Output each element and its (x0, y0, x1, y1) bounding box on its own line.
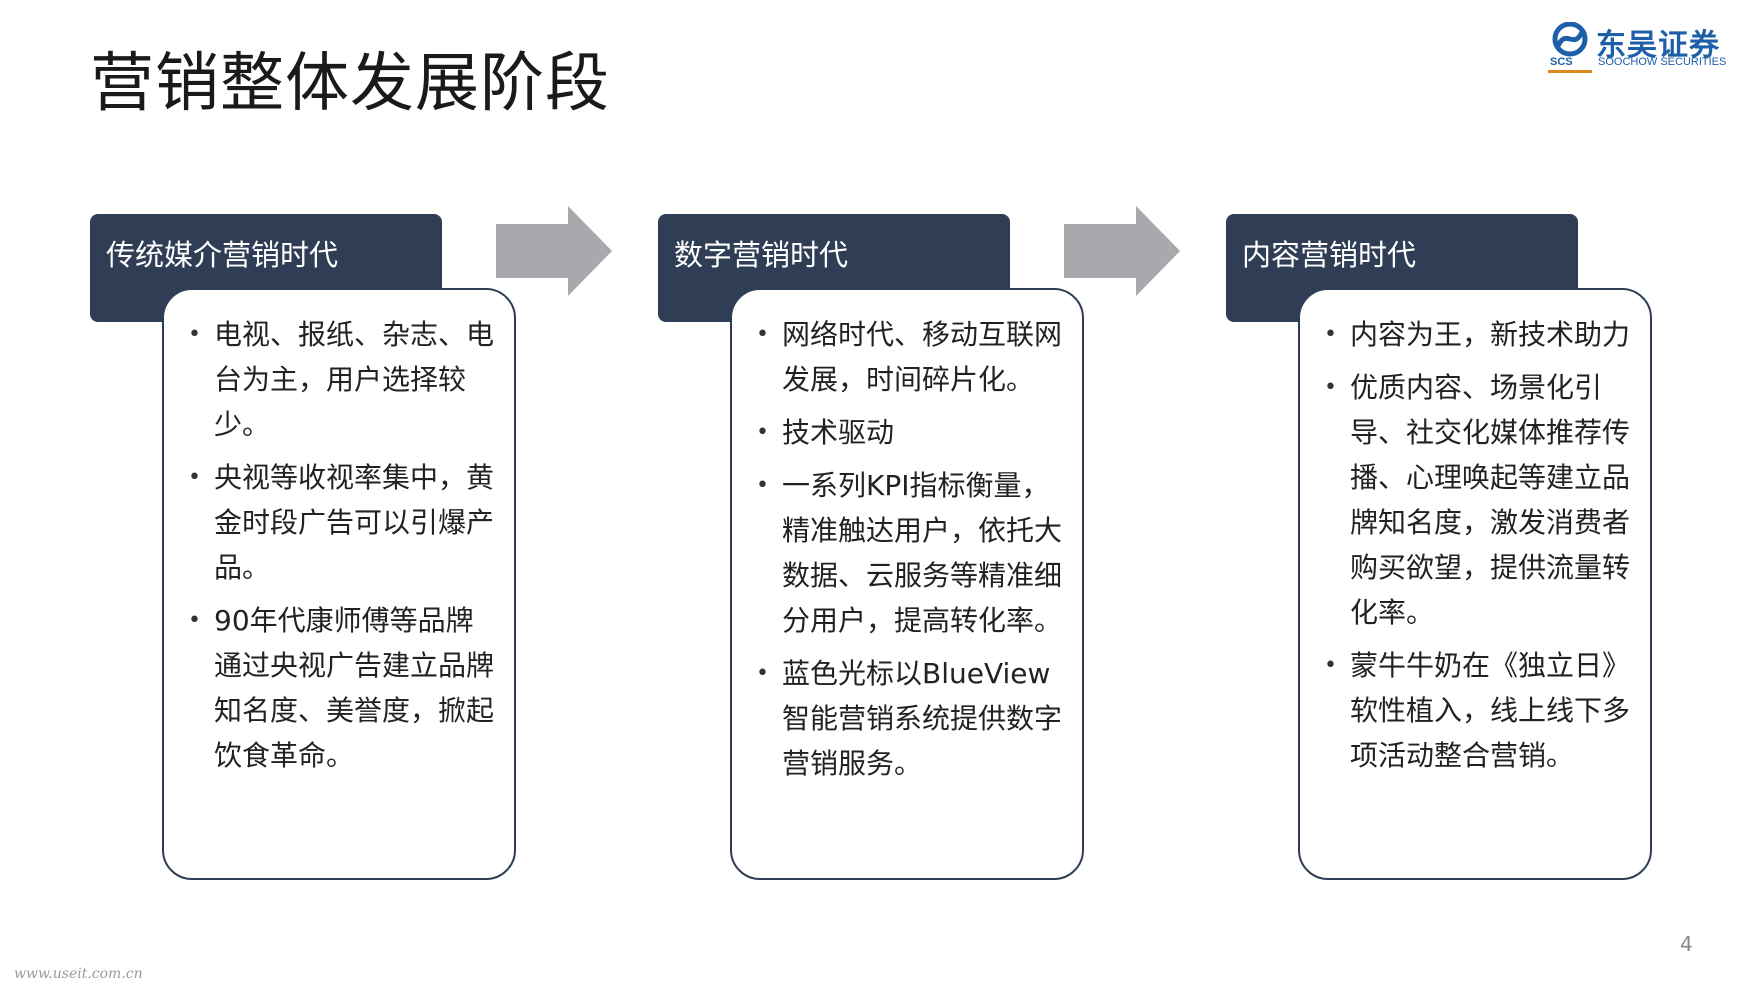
right-arrow-icon (496, 206, 612, 296)
list-item: 90年代康师傅等品牌通过央视广告建立品牌知名度、美誉度，掀起饮食革命。 (188, 598, 500, 778)
stage-label: 内容营销时代 (1242, 238, 1417, 272)
stage-label: 传统媒介营销时代 (106, 238, 339, 272)
list-item: 一系列KPI指标衡量，精准触达用户，依托大数据、云服务等精准细分用户，提高转化率… (756, 463, 1068, 643)
bullet-list: 内容为王，新技术助力 优质内容、场景化引导、社交化媒体推荐传播、心理唤起等建立品… (1300, 290, 1650, 778)
page-number: 4 (1680, 932, 1693, 956)
list-item: 央视等收视率集中，黄金时段广告可以引爆产品。 (188, 455, 500, 590)
logo-subtitle: SOOCHOW SECURITIES (1598, 56, 1727, 68)
stage-label: 数字营销时代 (674, 238, 849, 272)
list-item: 优质内容、场景化引导、社交化媒体推荐传播、心理唤起等建立品牌知名度，激发消费者购… (1324, 365, 1636, 635)
stage-card-digital: 网络时代、移动互联网发展，时间碎片化。 技术驱动 一系列KPI指标衡量，精准触达… (730, 288, 1084, 880)
stage-header-traditional: 传统媒介营销时代 (90, 214, 442, 322)
list-item: 蒙牛牛奶在《独立日》软性植入，线上线下多项活动整合营销。 (1324, 643, 1636, 778)
list-item: 内容为王，新技术助力 (1324, 312, 1636, 357)
list-item: 电视、报纸、杂志、电台为主，用户选择较少。 (188, 312, 500, 447)
list-item: 蓝色光标以BlueView智能营销系统提供数字营销服务。 (756, 651, 1068, 786)
bullet-list: 电视、报纸、杂志、电台为主，用户选择较少。 央视等收视率集中，黄金时段广告可以引… (164, 290, 514, 778)
watermark: www.useit.com.cn (14, 966, 143, 982)
logo-abbr: SCS (1550, 56, 1573, 68)
company-logo: 东吴证券 SCS SOOCHOW SECURITIES (1548, 22, 1744, 73)
bullet-list: 网络时代、移动互联网发展，时间碎片化。 技术驱动 一系列KPI指标衡量，精准触达… (732, 290, 1082, 786)
right-arrow-icon (1064, 206, 1180, 296)
stage-card-content: 内容为王，新技术助力 优质内容、场景化引导、社交化媒体推荐传播、心理唤起等建立品… (1298, 288, 1652, 880)
logo-underline (1548, 70, 1592, 73)
list-item: 网络时代、移动互联网发展，时间碎片化。 (756, 312, 1068, 402)
stage-card-traditional: 电视、报纸、杂志、电台为主，用户选择较少。 央视等收视率集中，黄金时段广告可以引… (162, 288, 516, 880)
list-item: 技术驱动 (756, 410, 1068, 455)
logo-name: 东吴证券 (1596, 28, 1720, 63)
logo-mark-icon (1552, 22, 1588, 57)
page-title: 营销整体发展阶段 (90, 47, 610, 121)
